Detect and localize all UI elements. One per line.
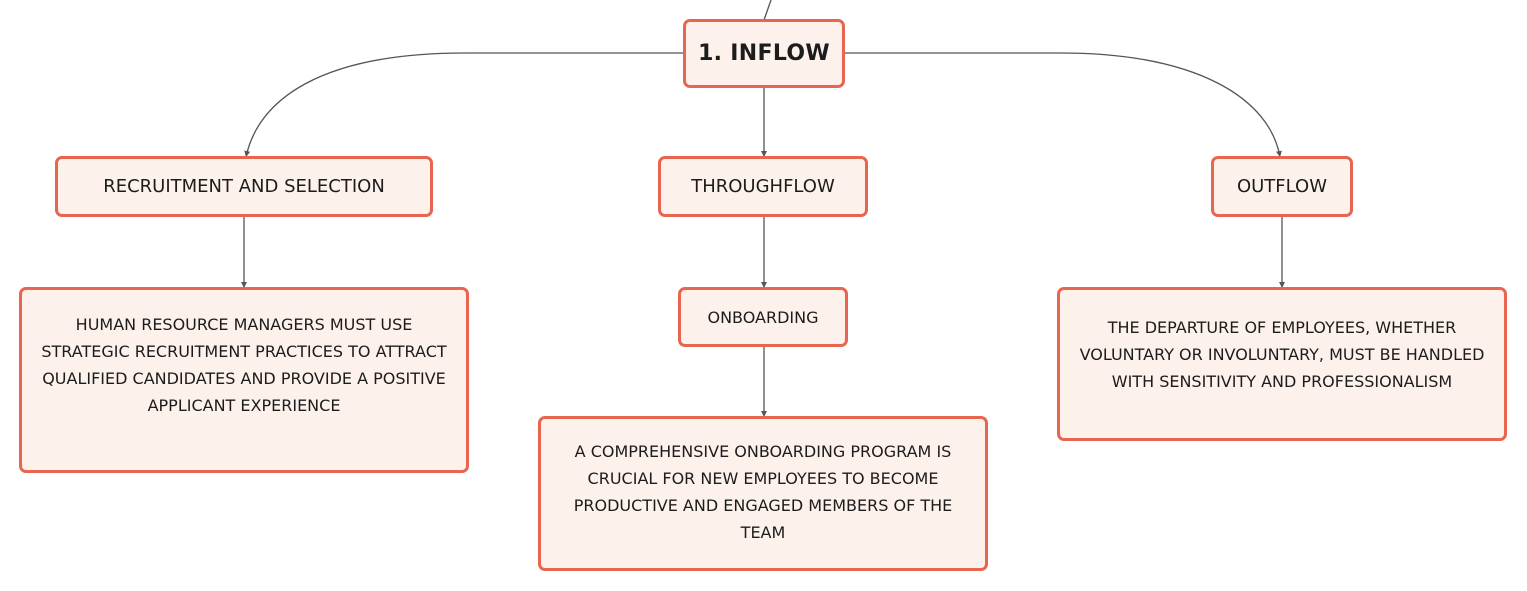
branch-node-outflow-label: OUTFLOW: [1236, 176, 1328, 197]
branch-node-recruitment[interactable]: RECRUITMENT AND SELECTION: [55, 156, 433, 217]
incoming-connector: [763, 0, 772, 21]
connector-root-to-outflow: [845, 52, 1282, 158]
detail-node-outflow[interactable]: THE DEPARTURE OF EMPLOYEES, WHETHER VOLU…: [1057, 287, 1507, 441]
detail-node-outflow-text: THE DEPARTURE OF EMPLOYEES, WHETHER VOLU…: [1079, 317, 1485, 391]
branch-node-throughflow-label: THROUGHFLOW: [691, 176, 835, 197]
connector-root-to-recruitment: [244, 52, 683, 158]
sub-node-onboarding[interactable]: ONBOARDING: [678, 287, 848, 347]
branch-node-throughflow[interactable]: THROUGHFLOW: [658, 156, 868, 217]
detail-node-recruitment-text: HUMAN RESOURCE MANAGERS MUST USE STRATEG…: [41, 315, 447, 415]
detail-node-onboarding-text: A COMPREHENSIVE ONBOARDING PROGRAM IS CR…: [573, 441, 953, 542]
root-node-inflow[interactable]: 1. INFLOW: [683, 19, 845, 88]
sub-node-onboarding-label: ONBOARDING: [707, 307, 819, 327]
detail-node-onboarding[interactable]: A COMPREHENSIVE ONBOARDING PROGRAM IS CR…: [538, 416, 988, 571]
root-node-label: 1. INFLOW: [698, 41, 830, 66]
detail-node-recruitment[interactable]: HUMAN RESOURCE MANAGERS MUST USE STRATEG…: [19, 287, 469, 473]
branch-node-recruitment-label: RECRUITMENT AND SELECTION: [103, 176, 385, 197]
branch-node-outflow[interactable]: OUTFLOW: [1211, 156, 1353, 217]
